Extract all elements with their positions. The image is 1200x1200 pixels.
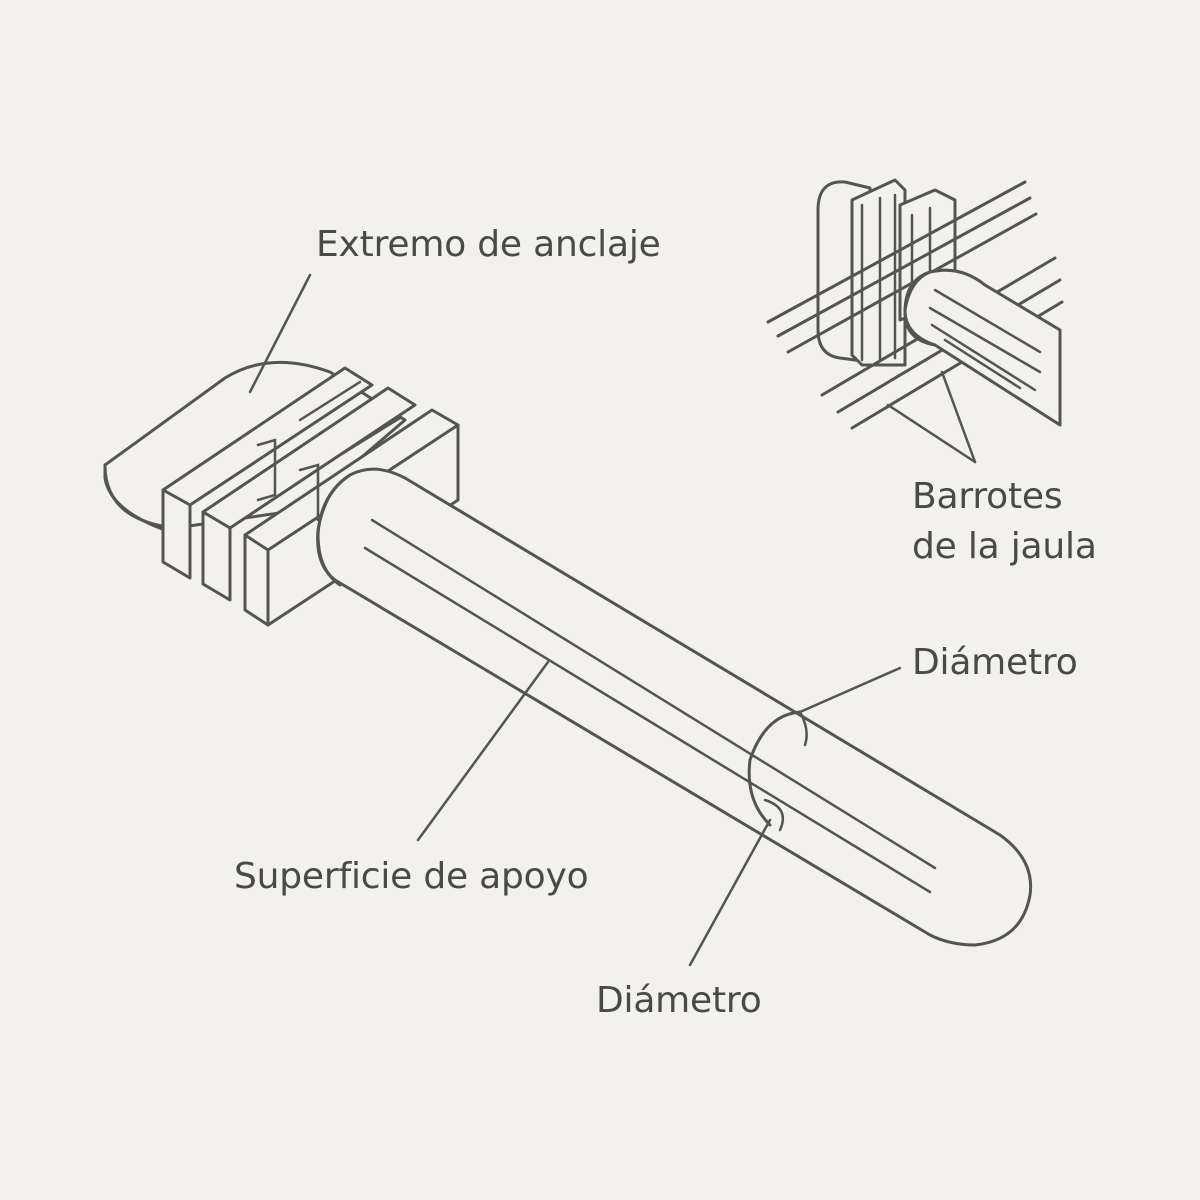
label-anchor-end: Extremo de anclaje (316, 224, 661, 265)
cage-bar (766, 180, 1027, 324)
leader-diameter-right (798, 666, 902, 714)
diameter-ring (747, 710, 802, 827)
rod-end-cap (316, 473, 352, 587)
cage-bar (776, 196, 1032, 338)
leader-anchor-end (248, 273, 312, 394)
inset-rod (903, 268, 1062, 427)
leader-diameter-bottom (688, 818, 772, 967)
anchor-slot-detail (256, 380, 402, 522)
label-bearing-surface: Superficie de apoyo (234, 856, 589, 897)
label-diameter-bottom: Diámetro (596, 980, 762, 1021)
leader-cage-bars-1 (940, 370, 977, 464)
rod-groove (370, 518, 937, 870)
diameter-ring-back (763, 710, 808, 832)
leader-lines (248, 273, 977, 967)
anchor-plate-edge (103, 463, 167, 532)
perch-main (103, 360, 1033, 947)
anchor-fin-1 (161, 366, 374, 580)
label-cage-bars-line2: de la jaula (912, 526, 1097, 567)
cage-mount-inset (766, 178, 1064, 430)
anchor-fin-2 (201, 386, 417, 602)
label-cage-bars-line1: Barrotes (912, 476, 1063, 517)
leader-bearing-surface (416, 660, 550, 842)
inset-fin (850, 178, 907, 367)
rod-groove (363, 546, 932, 894)
label-diameter-right: Diámetro (912, 642, 1078, 683)
leader-cage-bars-2 (886, 403, 977, 464)
